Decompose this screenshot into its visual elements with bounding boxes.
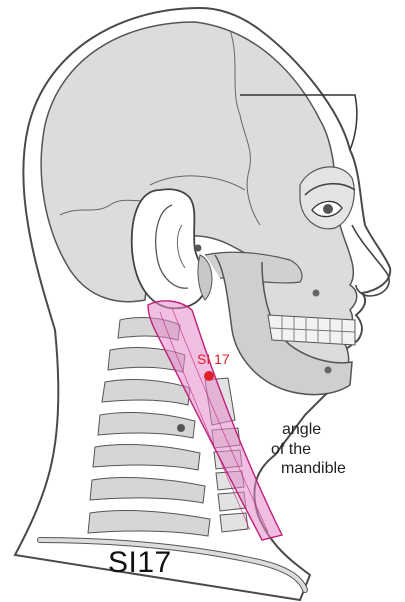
- nose: [351, 224, 390, 297]
- sternocleidomastoid-muscle: [147, 300, 284, 541]
- annotation-line-2: of the: [271, 441, 312, 458]
- ear-inner: [155, 204, 189, 289]
- orbit: [299, 166, 355, 230]
- hairline: [240, 94, 358, 151]
- mental-foramen: [324, 366, 332, 374]
- temporal-marker: [194, 244, 202, 252]
- diagram-title: SI17: [108, 546, 172, 579]
- sternocleidomastoid-fibers: [159, 307, 269, 533]
- si17-point: [204, 371, 214, 381]
- annotation-line-1: angle: [282, 421, 322, 438]
- clavicle-fill: [38, 538, 307, 592]
- infraorbital-marker: [312, 289, 320, 297]
- mastoid-process: [197, 254, 213, 301]
- eyebrow: [304, 182, 356, 196]
- annotation-line-3: mandible: [281, 460, 346, 477]
- point-label: SI 17: [197, 351, 230, 367]
- ear-concha: [177, 224, 186, 269]
- vertebra-marker: [177, 424, 185, 432]
- cervical-spine: [87, 317, 211, 537]
- pupil: [323, 204, 333, 214]
- teeth-lines: [269, 316, 356, 344]
- coronal-suture: [229, 29, 261, 226]
- squamous-suture: [149, 175, 246, 191]
